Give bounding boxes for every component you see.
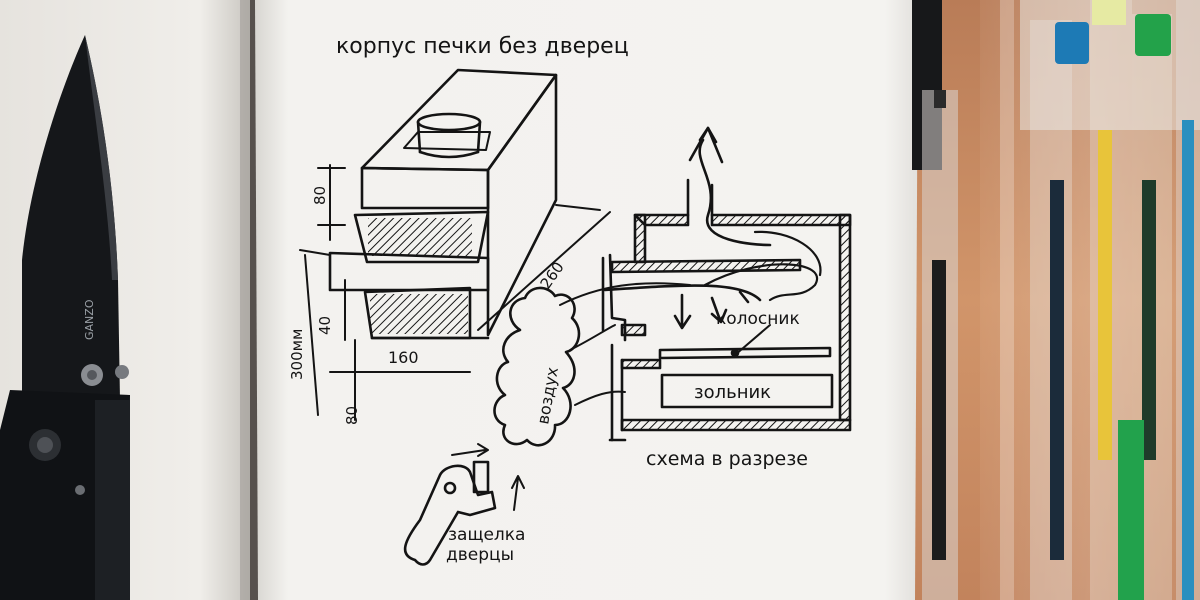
dimension-lines bbox=[299, 164, 611, 421]
dim-80-top: 80 bbox=[311, 186, 329, 205]
dim-160: 160 bbox=[388, 348, 419, 367]
section-drawing: колосник зольник bbox=[601, 126, 852, 442]
blue-refill bbox=[1050, 180, 1064, 560]
cyan-refill bbox=[1182, 120, 1194, 600]
section-caption: схема в разрезе bbox=[646, 448, 808, 470]
pen-cap-black bbox=[934, 90, 946, 108]
yellow-refill bbox=[1098, 130, 1112, 460]
main-page bbox=[255, 0, 918, 600]
knife-brand-text: GANZO bbox=[83, 299, 96, 340]
green-pen-lower bbox=[1118, 420, 1144, 600]
plastic-bag bbox=[980, 0, 1200, 600]
yellow-cap bbox=[1092, 0, 1126, 25]
dim-80-bottom: 80 bbox=[343, 406, 361, 425]
knife: GANZO bbox=[0, 35, 130, 600]
dim-300: 300мм bbox=[288, 329, 306, 380]
pens bbox=[912, 0, 1200, 600]
green-refill bbox=[1142, 180, 1156, 460]
green-cap bbox=[1135, 14, 1171, 56]
stove-sketch: корпус печки без дверец bbox=[288, 34, 852, 566]
door-latch-drawing bbox=[403, 443, 525, 566]
ashpit-label: зольник bbox=[694, 382, 771, 403]
grate-label: колосник bbox=[716, 309, 800, 329]
stove-box-drawing bbox=[328, 68, 558, 340]
pen-refill-black bbox=[932, 260, 946, 560]
bag-seam bbox=[1000, 0, 1014, 600]
latch-label-line2: дверцы bbox=[446, 545, 514, 565]
blue-cap bbox=[1055, 22, 1089, 64]
sketch-title: корпус печки без дверец bbox=[336, 34, 629, 59]
dim-40: 40 bbox=[316, 316, 334, 335]
air-cloud bbox=[493, 286, 581, 447]
latch-label-line1: защелка bbox=[448, 525, 525, 545]
